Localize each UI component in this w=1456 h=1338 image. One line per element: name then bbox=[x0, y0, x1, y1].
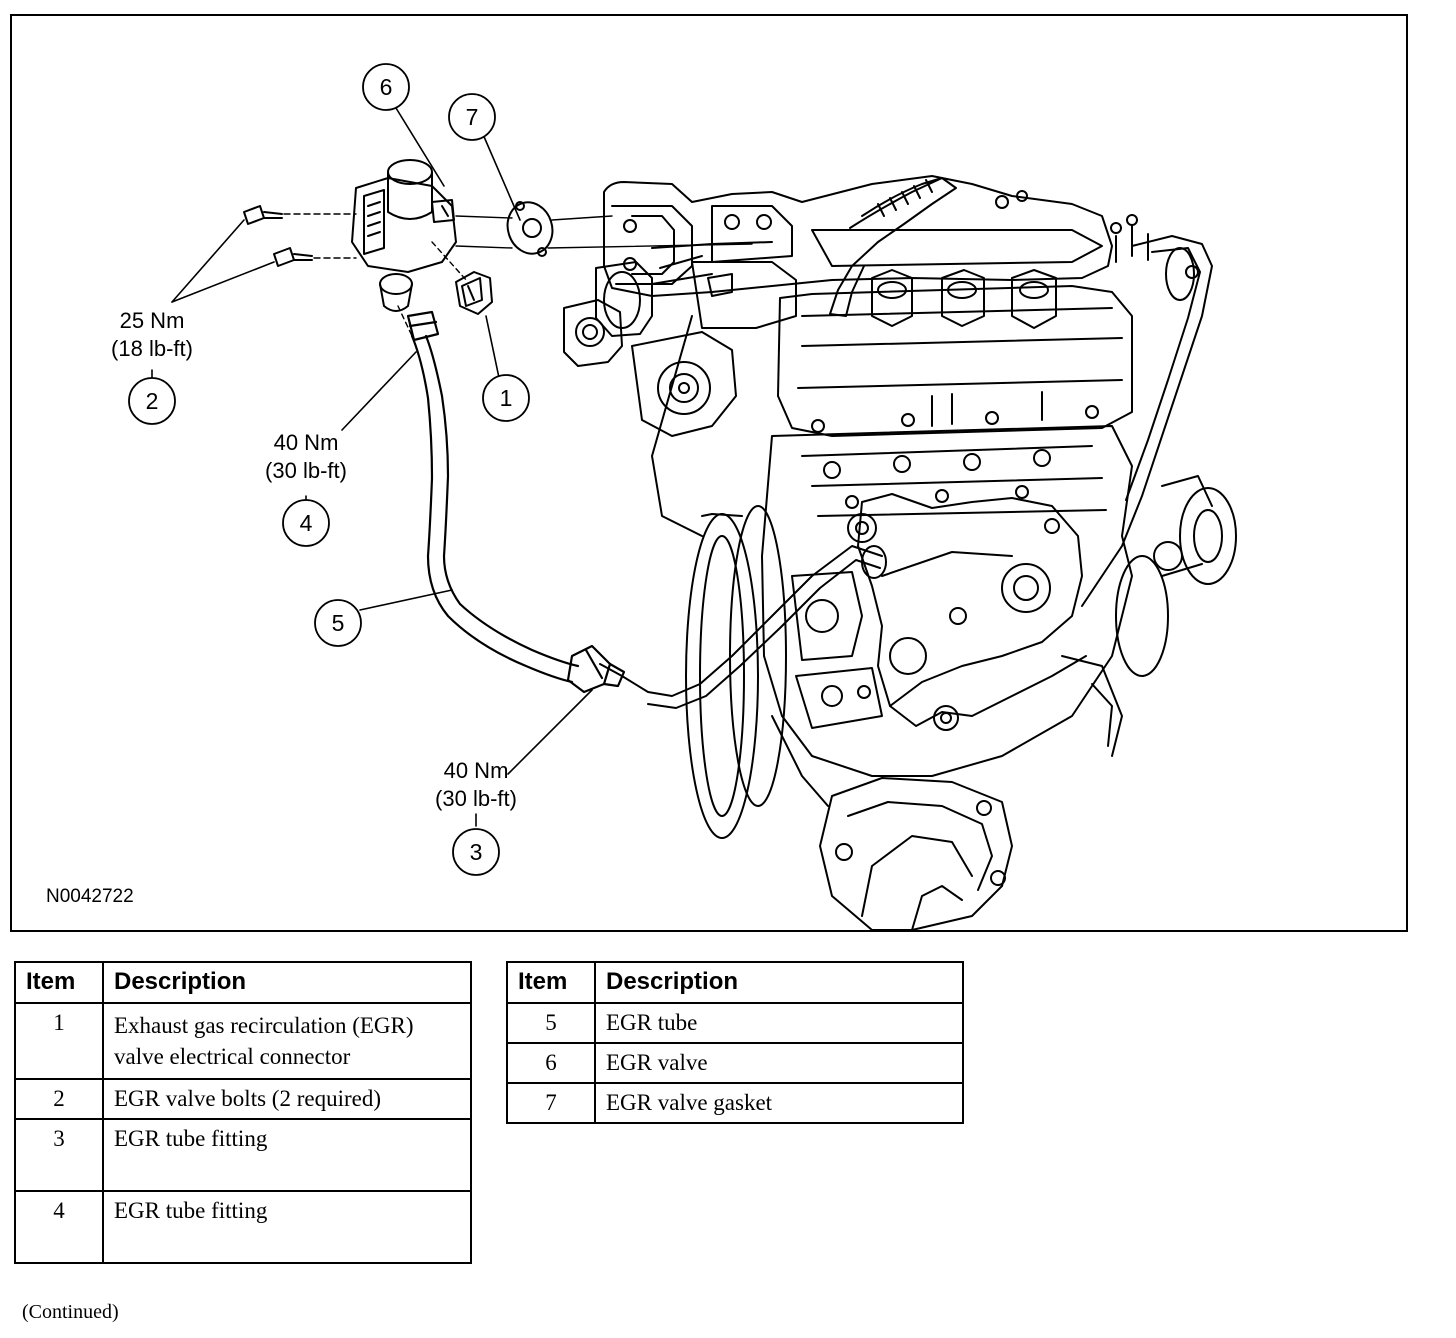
torque-fitting-upper-lbft: (30 lb-ft) bbox=[265, 458, 347, 483]
callout-2-circle bbox=[128, 377, 176, 425]
item-description: EGR valve bolts (2 required) bbox=[102, 1078, 472, 1120]
callout-5-circle bbox=[314, 599, 362, 647]
table-row: 4 EGR tube fitting bbox=[14, 1190, 472, 1264]
table-header-row: Item Description bbox=[14, 961, 472, 1004]
engine-illustration bbox=[563, 175, 1237, 931]
torque-fitting-lower-nm: 40 Nm bbox=[444, 758, 509, 783]
item-number: 7 bbox=[506, 1082, 596, 1124]
callout-3-label: 3 bbox=[470, 839, 483, 865]
figure-frame: 1 2 3 4 5 6 7 25 Nm (18 lb-ft) 40 Nm (30… bbox=[10, 14, 1408, 932]
callout-6-circle bbox=[362, 63, 410, 111]
egr-diagram: 1 2 3 4 5 6 7 25 Nm (18 lb-ft) 40 Nm (30… bbox=[46, 63, 1237, 931]
callout-3-circle bbox=[452, 828, 500, 876]
callout-7-label: 7 bbox=[466, 104, 479, 130]
table-header-row: Item Description bbox=[506, 961, 964, 1004]
item-number: 1 bbox=[14, 1002, 104, 1080]
item-description: EGR tube bbox=[594, 1002, 964, 1044]
item-description: EGR valve bbox=[594, 1042, 964, 1084]
torque-bolts-lbft: (18 lb-ft) bbox=[111, 336, 193, 361]
callout-1-circle bbox=[482, 374, 530, 422]
table-row: 7 EGR valve gasket bbox=[506, 1082, 964, 1124]
callout-4-label: 4 bbox=[300, 510, 313, 536]
item-number: 4 bbox=[14, 1190, 104, 1264]
item-description: EGR valve gasket bbox=[594, 1082, 964, 1124]
egr-valve-bolts bbox=[243, 205, 313, 267]
callout-6-label: 6 bbox=[380, 74, 393, 100]
item-number: 3 bbox=[14, 1118, 104, 1192]
callout-circles bbox=[128, 63, 530, 876]
item-number: 2 bbox=[14, 1078, 104, 1120]
egr-valve bbox=[351, 159, 554, 315]
item-number: 5 bbox=[506, 1002, 596, 1044]
callout-5-label: 5 bbox=[332, 610, 345, 636]
callout-4-circle bbox=[282, 499, 330, 547]
table-row: 6 EGR valve bbox=[506, 1042, 964, 1084]
table-row: 3 EGR tube fitting bbox=[14, 1118, 472, 1192]
item-description: EGR tube fitting bbox=[102, 1118, 472, 1192]
callout-2-label: 2 bbox=[146, 388, 159, 414]
table-row: 1 Exhaust gas recirculation (EGR) valve … bbox=[14, 1002, 472, 1080]
column-header-description: Description bbox=[102, 961, 472, 1004]
callout-7-circle bbox=[448, 93, 496, 141]
legend-table-left: Item Description 1 Exhaust gas recircula… bbox=[14, 961, 472, 1264]
continued-note: (Continued) bbox=[22, 1301, 119, 1323]
torque-fitting-upper-nm: 40 Nm bbox=[274, 430, 339, 455]
egr-tube bbox=[406, 310, 626, 694]
figure-id: N0042722 bbox=[46, 886, 134, 907]
item-description: Exhaust gas recirculation (EGR) valve el… bbox=[102, 1002, 472, 1080]
column-header-item: Item bbox=[14, 961, 104, 1004]
column-header-description: Description bbox=[594, 961, 964, 1004]
alignment-lines bbox=[283, 213, 753, 337]
torque-fitting-lower-lbft: (30 lb-ft) bbox=[435, 786, 517, 811]
table-row: 5 EGR tube bbox=[506, 1002, 964, 1044]
table-row: 2 EGR valve bolts (2 required) bbox=[14, 1078, 472, 1120]
legend-table-right: Item Description 5 EGR tube 6 EGR valve … bbox=[506, 961, 964, 1124]
column-header-item: Item bbox=[506, 961, 596, 1004]
item-description: EGR tube fitting bbox=[102, 1190, 472, 1264]
callout-1-label: 1 bbox=[500, 385, 513, 411]
torque-bolts-nm: 25 Nm bbox=[120, 308, 185, 333]
item-number: 6 bbox=[506, 1042, 596, 1084]
